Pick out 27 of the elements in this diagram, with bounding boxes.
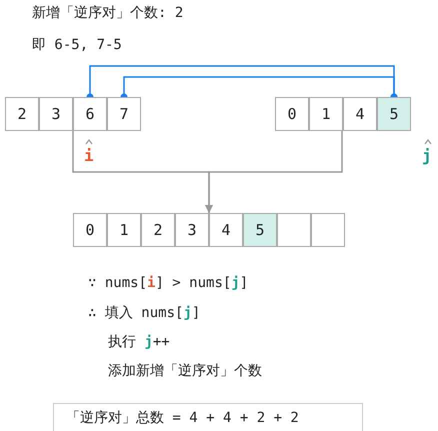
array-cell: 3 [175,213,209,247]
array-cell: 1 [309,97,343,131]
array-box [73,213,345,247]
text-line: ∵ nums[i] > nums[j] [88,275,248,291]
array-cell: 2 [5,97,39,131]
pointer-label: i [84,146,94,165]
array-cell: 3 [39,97,73,131]
array-cell: 6 [73,97,107,131]
array-cell: 7 [107,97,141,131]
array-cell: 0 [275,97,309,131]
array-cell: 4 [209,213,243,247]
text-line: ∴ 填入 nums[j] [88,304,200,322]
array-cell: 4 [343,97,377,131]
text-line: 添加新增「逆序对」个数 [108,362,262,380]
arrow [205,131,343,213]
array-cell: 5 [243,213,277,247]
array-cell: 5 [377,97,411,131]
text-line: 即 6-5, 7-5 [32,36,122,54]
array-box [5,97,141,131]
text-line: 执行 j++ [108,333,170,351]
pointer-label: j [422,146,432,165]
formula-box: 「逆序对」总数 = 4 + 4 + 2 + 2 [53,403,363,431]
array-box [275,97,411,131]
array-cell: 0 [73,213,107,247]
array-cell: 1 [107,213,141,247]
text-line: 新增「逆序对」个数: 2 [32,4,184,22]
array-cell: 2 [141,213,175,247]
